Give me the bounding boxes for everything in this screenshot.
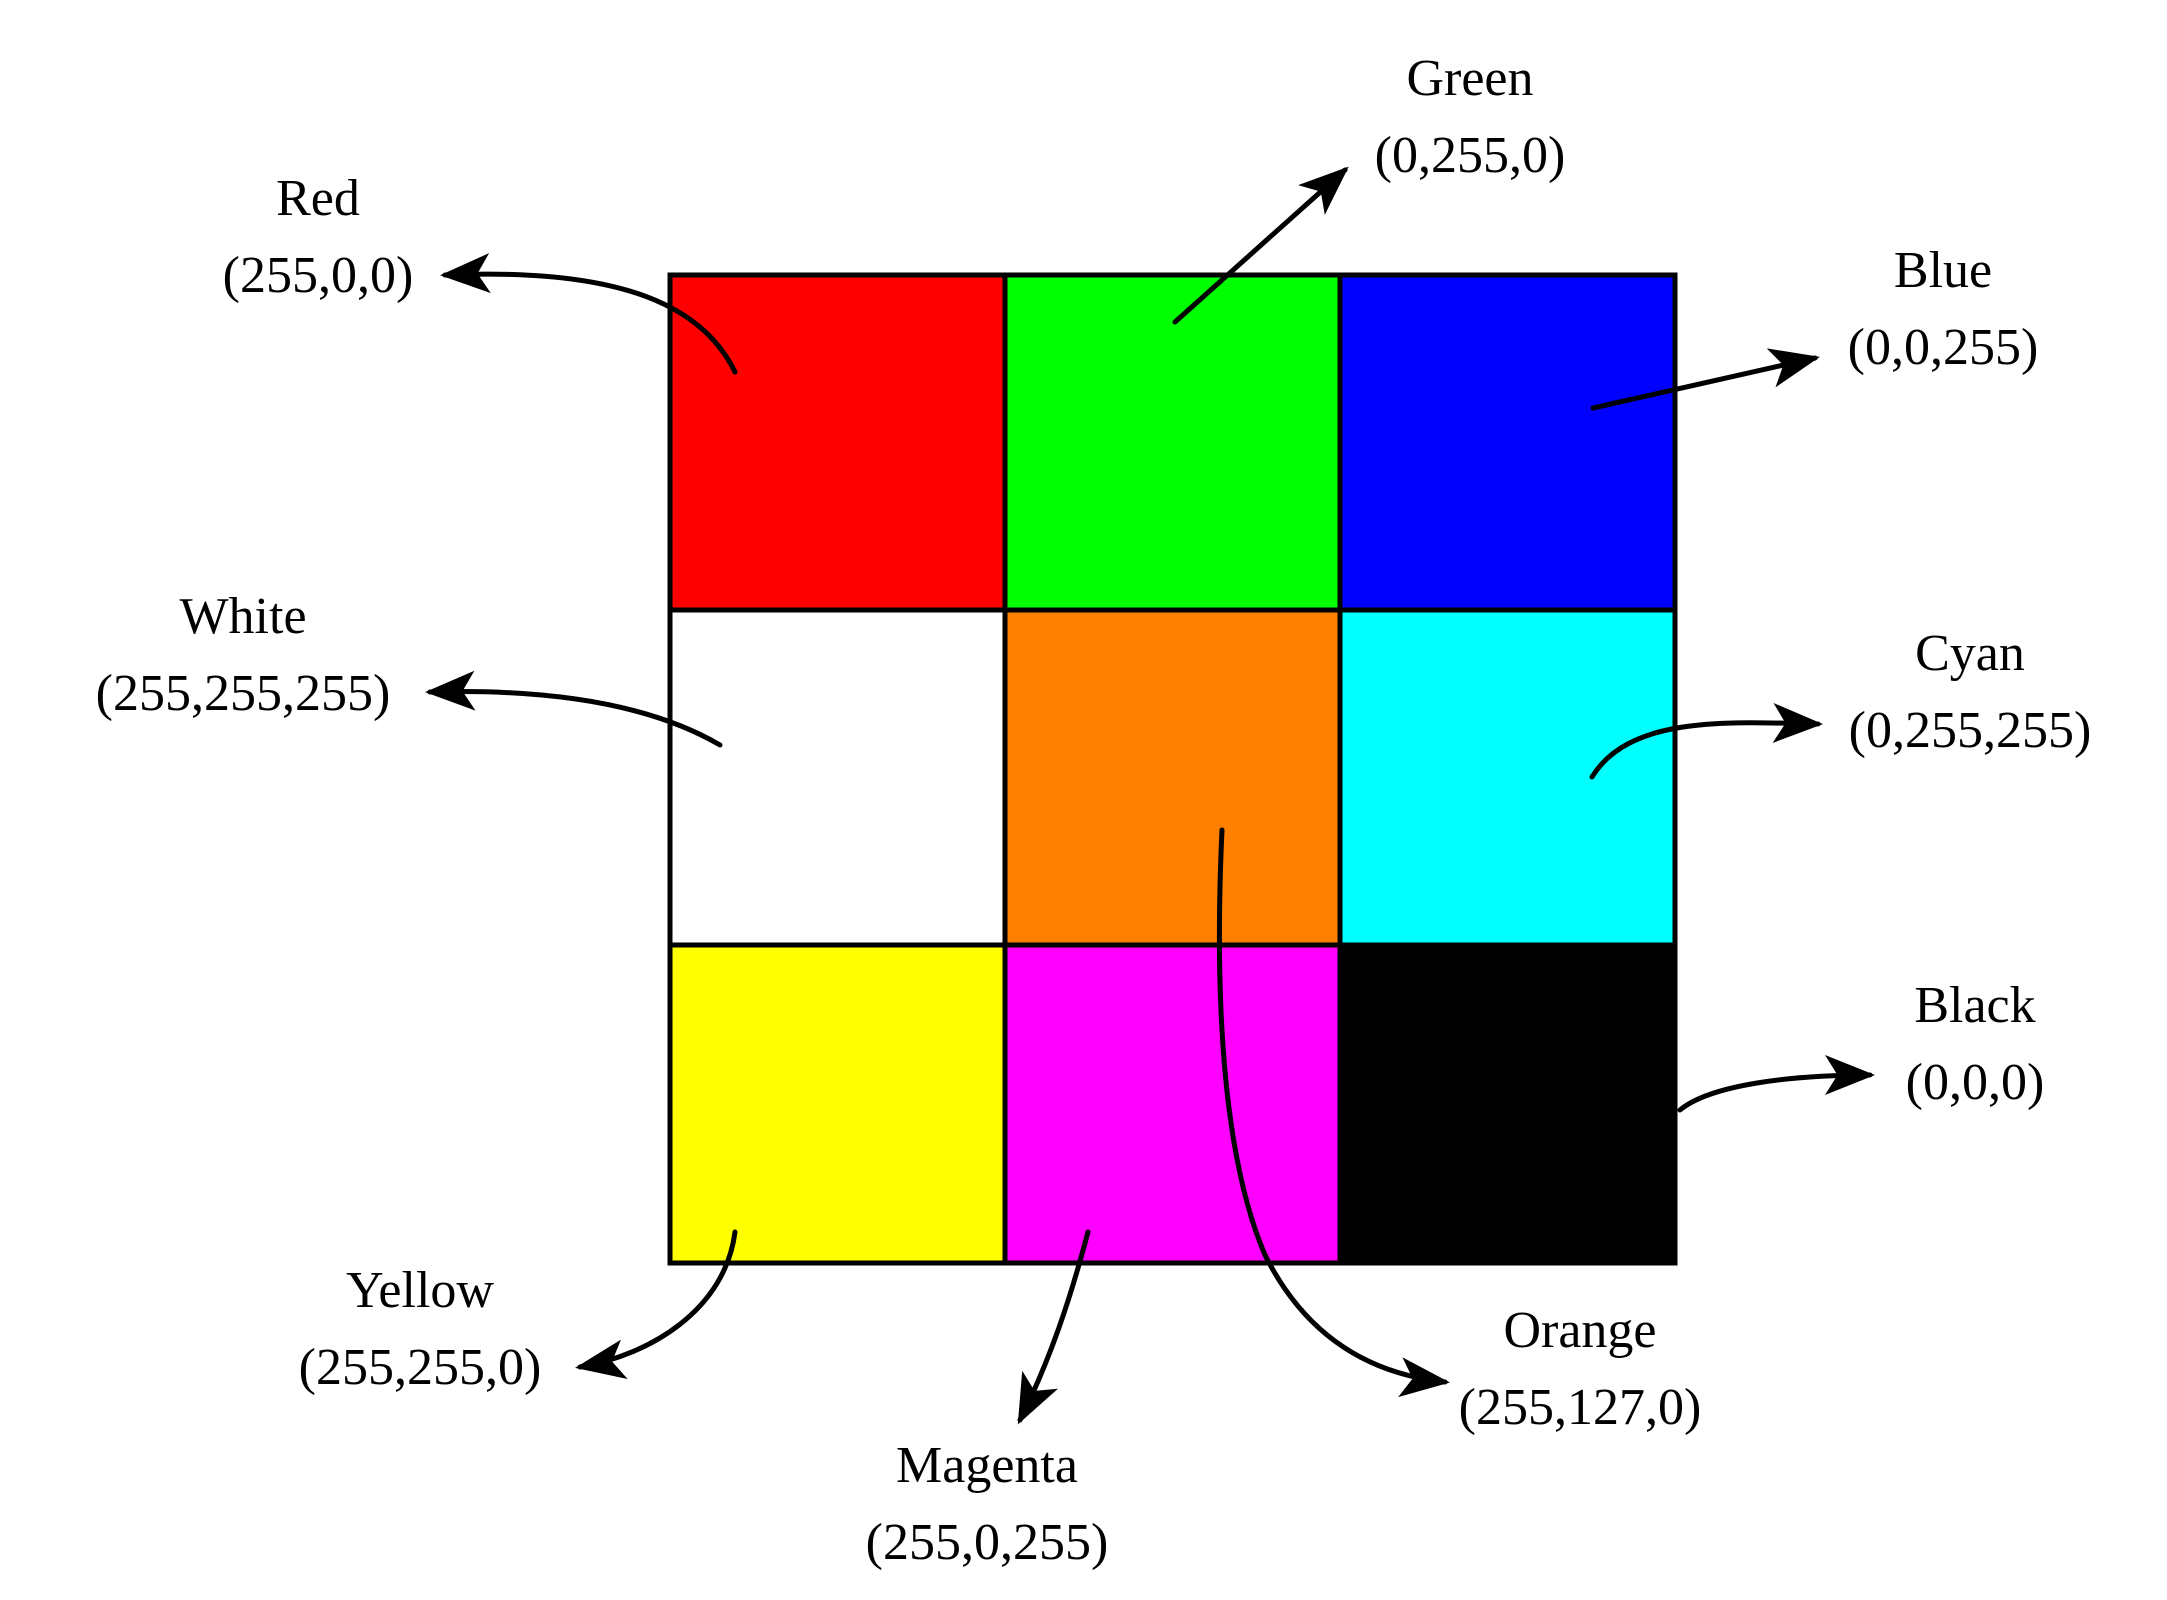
label-magenta-name: Magenta bbox=[896, 1437, 1078, 1494]
label-orange-rgb: (255,127,0) bbox=[1459, 1379, 1702, 1436]
label-magenta-rgb: (255,0,255) bbox=[866, 1514, 1109, 1571]
arrow-orange bbox=[1216, 827, 1450, 1398]
cell-blue bbox=[1337, 272, 1678, 613]
label-yellow-rgb: (255,255,0) bbox=[299, 1339, 542, 1396]
arrow-cyan bbox=[1589, 702, 1823, 780]
arrow-black bbox=[1677, 1055, 1875, 1113]
arrows bbox=[425, 166, 1875, 1425]
cell-green bbox=[1002, 272, 1343, 613]
cell-cyan bbox=[1337, 607, 1678, 948]
label-white-name: White bbox=[179, 588, 306, 645]
labels: Red (255,0,0) Green (0,255,0) Blue (0,0,… bbox=[96, 50, 2092, 1571]
label-green-name: Green bbox=[1406, 50, 1533, 107]
label-green-rgb: (0,255,0) bbox=[1375, 127, 1566, 184]
cell-white bbox=[667, 607, 1008, 948]
label-white-rgb: (255,255,255) bbox=[96, 665, 391, 722]
arrow-yellow bbox=[575, 1229, 738, 1380]
label-cyan-name: Cyan bbox=[1915, 625, 2025, 682]
label-red-rgb: (255,0,0) bbox=[223, 247, 414, 304]
arrow-blue bbox=[1590, 348, 1820, 411]
cell-red bbox=[667, 272, 1008, 613]
label-cyan-rgb: (0,255,255) bbox=[1849, 702, 2092, 759]
cell-black bbox=[1337, 942, 1678, 1266]
arrow-magenta bbox=[1017, 1229, 1091, 1425]
arrow-green bbox=[1172, 166, 1349, 325]
arrow-red bbox=[440, 253, 738, 375]
arrow-white bbox=[425, 670, 723, 748]
cell-orange bbox=[1002, 607, 1343, 948]
label-blue-name: Blue bbox=[1894, 242, 1992, 299]
label-orange-name: Orange bbox=[1503, 1302, 1656, 1359]
color-grid bbox=[667, 272, 1678, 1266]
label-yellow-name: Yellow bbox=[346, 1262, 494, 1319]
label-blue-rgb: (0,0,255) bbox=[1848, 319, 2039, 376]
label-red-name: Red bbox=[276, 170, 360, 227]
label-black-rgb: (0,0,0) bbox=[1906, 1054, 2045, 1111]
cell-yellow bbox=[667, 942, 1008, 1266]
label-black-name: Black bbox=[1914, 977, 2035, 1034]
cell-magenta bbox=[1002, 942, 1343, 1266]
